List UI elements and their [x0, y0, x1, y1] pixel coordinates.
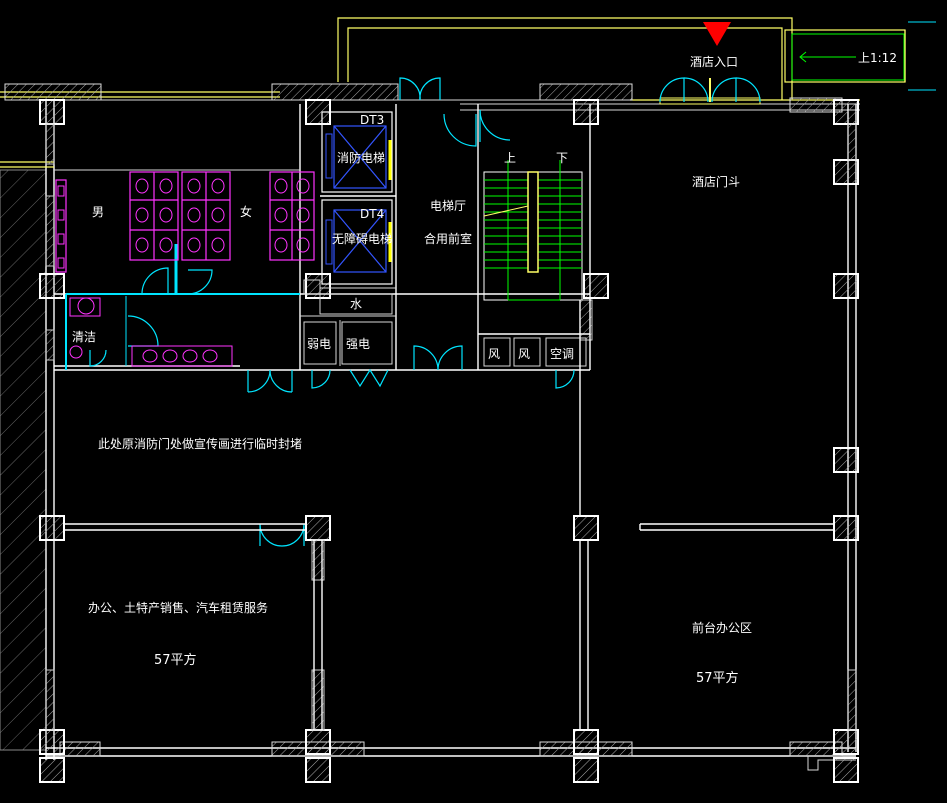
elevator-hall-label: 电梯厅 — [430, 199, 466, 213]
ramp-label: 上1:12 — [858, 51, 897, 65]
interior-partitions — [64, 300, 834, 730]
hotel-entrance-label: 酒店入口 — [690, 55, 738, 69]
womens-room-label: 女 — [240, 204, 252, 219]
office-right-use-label: 前台办公区 — [692, 620, 752, 635]
right-wall — [847, 104, 857, 752]
entrance-doors — [399, 77, 761, 105]
restroom-partitions — [54, 169, 300, 370]
air-conditioning-label: 空调 — [550, 347, 574, 361]
elevator-dt4 — [321, 199, 393, 285]
air-shaft-2-label: 风 — [518, 347, 530, 361]
toilet-icon — [57, 178, 310, 269]
hotel-vestibule-label: 酒店门斗 — [692, 174, 740, 189]
mens-room-label: 男 — [92, 205, 104, 219]
left-exterior-hatch — [0, 169, 47, 751]
ramp — [784, 21, 936, 91]
cleaning-room-label: 清洁 — [72, 330, 96, 344]
toilet-stalls — [55, 171, 315, 273]
temp-seal-note: 此处原消防门处做宣传画进行临时封堵 — [98, 436, 302, 451]
weak-current-label: 弱电 — [307, 337, 331, 351]
dt4-label: DT4 — [360, 207, 384, 221]
red-triangle-icon — [703, 22, 731, 46]
office-left-area-label: 57平方 — [154, 652, 197, 668]
stair-up-label: 上 — [504, 151, 516, 165]
strong-current-label: 强电 — [346, 337, 370, 351]
top-wall — [4, 83, 860, 113]
air-shaft-1-label: 风 — [488, 347, 500, 361]
wall-hatch-stubs — [45, 123, 857, 731]
dt3-label: DT3 — [360, 113, 384, 127]
staircase — [483, 160, 583, 301]
structural-columns — [39, 99, 859, 783]
office-right-area-label: 57平方 — [696, 670, 739, 686]
office-left-use-label: 办公、土特产销售、汽车租赁服务 — [88, 600, 268, 615]
shafts — [303, 279, 587, 367]
fire-elevator-label: 消防电梯 — [337, 150, 385, 165]
elevator-hall-sub-label: 合用前室 — [424, 231, 472, 246]
elevator-dt3 — [321, 111, 393, 193]
bottom-wall — [46, 741, 856, 771]
sink-icon — [69, 297, 233, 367]
stair-down-label: 下 — [556, 151, 568, 165]
water-shaft-label: 水 — [350, 297, 362, 311]
accessible-elevator-label: 无障碍电梯 — [332, 231, 392, 246]
